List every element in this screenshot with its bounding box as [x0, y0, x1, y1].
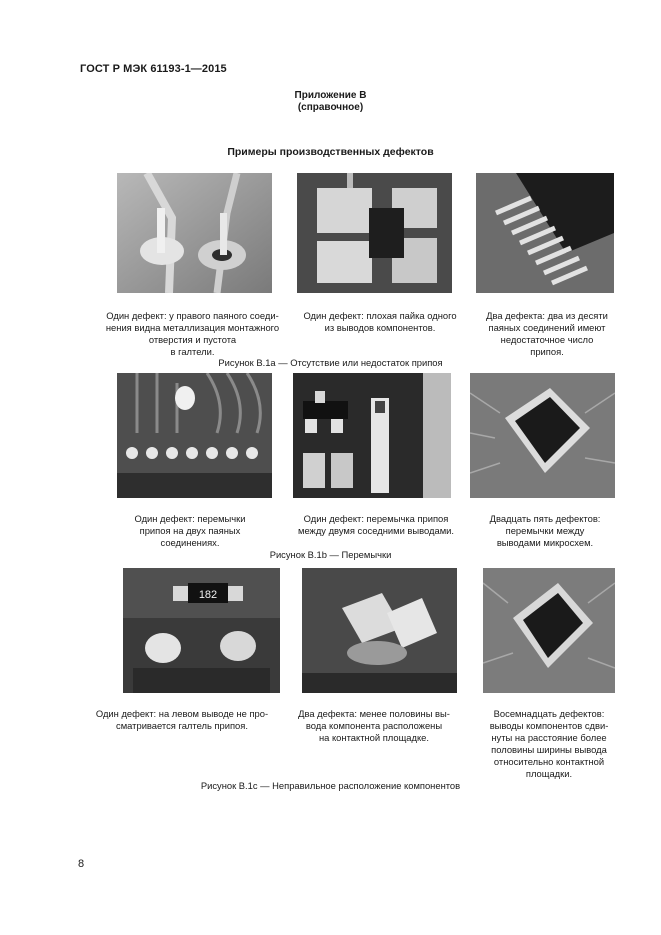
photo-solder-bridges	[117, 373, 272, 498]
photo-ic-leads	[476, 173, 614, 293]
photo-shifted-chip	[302, 568, 457, 693]
caption-line: припоя на двух паяных	[139, 525, 241, 536]
caption-line: сматривается галтель припоя.	[116, 720, 248, 731]
caption-line: нуты на расстояние более	[491, 732, 607, 743]
photo-qfp-shifted	[483, 568, 615, 693]
caption-line: относительно контактной	[493, 756, 605, 767]
caption-1b-2: Один дефект: перемычка припоя между двум…	[276, 513, 476, 537]
resistor-marking: 182	[199, 589, 217, 601]
caption-line: половины ширины вывода	[491, 744, 607, 755]
caption-line: Двадцать пять дефектов:	[489, 513, 601, 524]
caption-line: выводы компонентов сдви-	[489, 720, 609, 731]
caption-1c-2: Два дефекта: менее половины вы- вода ком…	[284, 708, 464, 744]
caption-line: Один дефект: перемычки	[134, 513, 246, 524]
caption-1c-3: Восемнадцать дефектов: выводы компоненто…	[468, 708, 630, 780]
figure-caption-1a: Рисунок В.1а — Отсутствие или недостаток…	[218, 357, 443, 368]
caption-line: отверстия и пустота	[148, 334, 237, 345]
photo-through-hole-joints	[117, 173, 272, 293]
figure-caption-1c: Рисунок В.1c — Неправильное расположение…	[200, 780, 461, 791]
caption-line: припоя.	[530, 346, 564, 357]
caption-line: Один дефект: у правого паяного соеди-	[106, 310, 279, 321]
caption-line: недостаточное число	[500, 334, 594, 345]
caption-1c-1: Один дефект: на левом выводе не про- сма…	[82, 708, 282, 732]
caption-line: Один дефект: перемычка припоя	[303, 513, 449, 524]
section-title: Примеры производственных дефектов	[227, 146, 434, 158]
caption-line: паяных соединений имеют	[488, 322, 606, 333]
caption-line: вода компонента расположены	[305, 720, 443, 731]
caption-1a-1: Один дефект: у правого паяного соеди- не…	[80, 310, 305, 358]
photo-sot-bridge	[293, 373, 451, 498]
photo-resistor-182: 182	[123, 568, 280, 693]
caption-line: из выводов компонентов.	[324, 322, 436, 333]
annex-title: Приложение В	[294, 90, 367, 101]
caption-1a-2: Один дефект: плохая пайка одного из выво…	[280, 310, 480, 334]
caption-line: Два дефекта: два из десяти	[486, 310, 608, 321]
caption-line: перемычки между	[505, 525, 585, 536]
caption-line: выводами микросхем.	[496, 537, 594, 548]
caption-line: соединениях.	[160, 537, 220, 548]
caption-1b-1: Один дефект: перемычки припоя на двух па…	[100, 513, 280, 549]
caption-1a-3: Два дефекта: два из десяти паяных соедин…	[462, 310, 632, 358]
page-number: 8	[78, 858, 85, 870]
caption-line: площадки.	[525, 768, 573, 779]
caption-line: Один дефект: на левом выводе не про-	[95, 708, 269, 719]
caption-line: на контактной площадке.	[318, 732, 430, 743]
caption-line: Восемнадцать дефектов:	[493, 708, 605, 719]
caption-line: нения видна металлизация монтажного	[105, 322, 280, 333]
caption-line: Один дефект: плохая пайка одного	[303, 310, 457, 321]
photo-qfp-bridges	[470, 373, 615, 498]
annex-subtitle: (справочное)	[297, 102, 364, 113]
document-header: ГОСТ Р МЭК 61193-1—2015	[80, 63, 227, 75]
caption-line: между двумя соседними выводами.	[298, 525, 454, 536]
figure-caption-1b: Рисунок В.1b — Перемычки	[269, 549, 392, 560]
photo-smd-poor-solder	[297, 173, 452, 293]
caption-1b-3: Двадцать пять дефектов: перемычки между …	[465, 513, 625, 549]
caption-line: в галтели.	[170, 346, 215, 357]
caption-line: Два дефекта: менее половины вы-	[298, 708, 450, 719]
